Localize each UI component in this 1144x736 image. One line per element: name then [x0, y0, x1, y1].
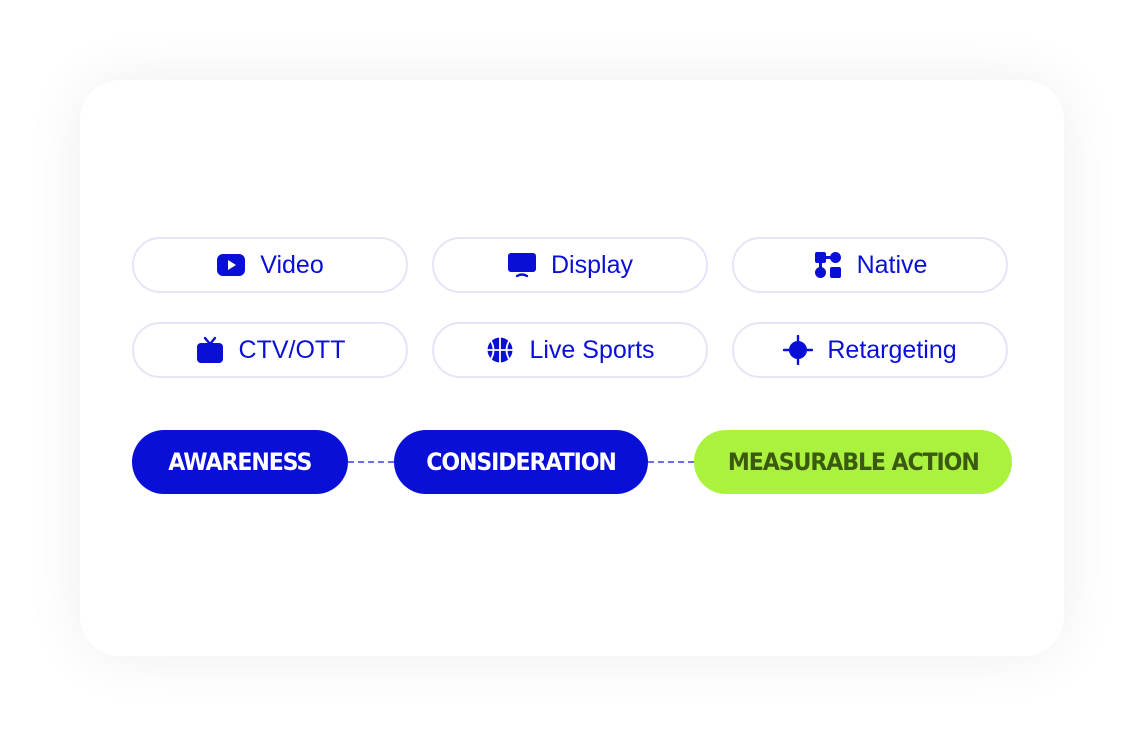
stage-label: MEASURABLE ACTION: [727, 448, 980, 476]
connector-consideration-action: [648, 461, 694, 463]
basketball-icon: [485, 335, 515, 365]
channel-pill-ctv-ott[interactable]: CTV/OTT: [132, 322, 408, 378]
video-play-icon: [216, 250, 246, 280]
channel-pill-video[interactable]: Video: [132, 237, 408, 293]
stage-label: AWARENESS: [168, 448, 312, 476]
channel-label: Retargeting: [827, 335, 957, 364]
stage-consideration: CONSIDERATION: [394, 430, 648, 494]
channel-pill-live-sports[interactable]: Live Sports: [432, 322, 708, 378]
stage-label: CONSIDERATION: [426, 448, 617, 476]
channel-label: Display: [551, 250, 633, 279]
crosshair-icon: [783, 335, 814, 365]
channel-label: Live Sports: [529, 335, 655, 364]
stage-awareness: AWARENESS: [132, 430, 348, 494]
channel-label: Video: [260, 250, 324, 279]
channel-pill-native[interactable]: Native: [732, 237, 1008, 293]
tv-icon: [195, 335, 225, 365]
channel-pill-display[interactable]: Display: [432, 237, 708, 293]
channel-label: Native: [856, 250, 928, 279]
channel-pill-retargeting[interactable]: Retargeting: [732, 322, 1008, 378]
connector-awareness-consideration: [348, 461, 394, 463]
native-blocks-icon: [813, 250, 843, 280]
monitor-icon: [507, 250, 537, 280]
stage-measurable-action: MEASURABLE ACTION: [694, 430, 1012, 494]
channel-label: CTV/OTT: [238, 335, 346, 364]
